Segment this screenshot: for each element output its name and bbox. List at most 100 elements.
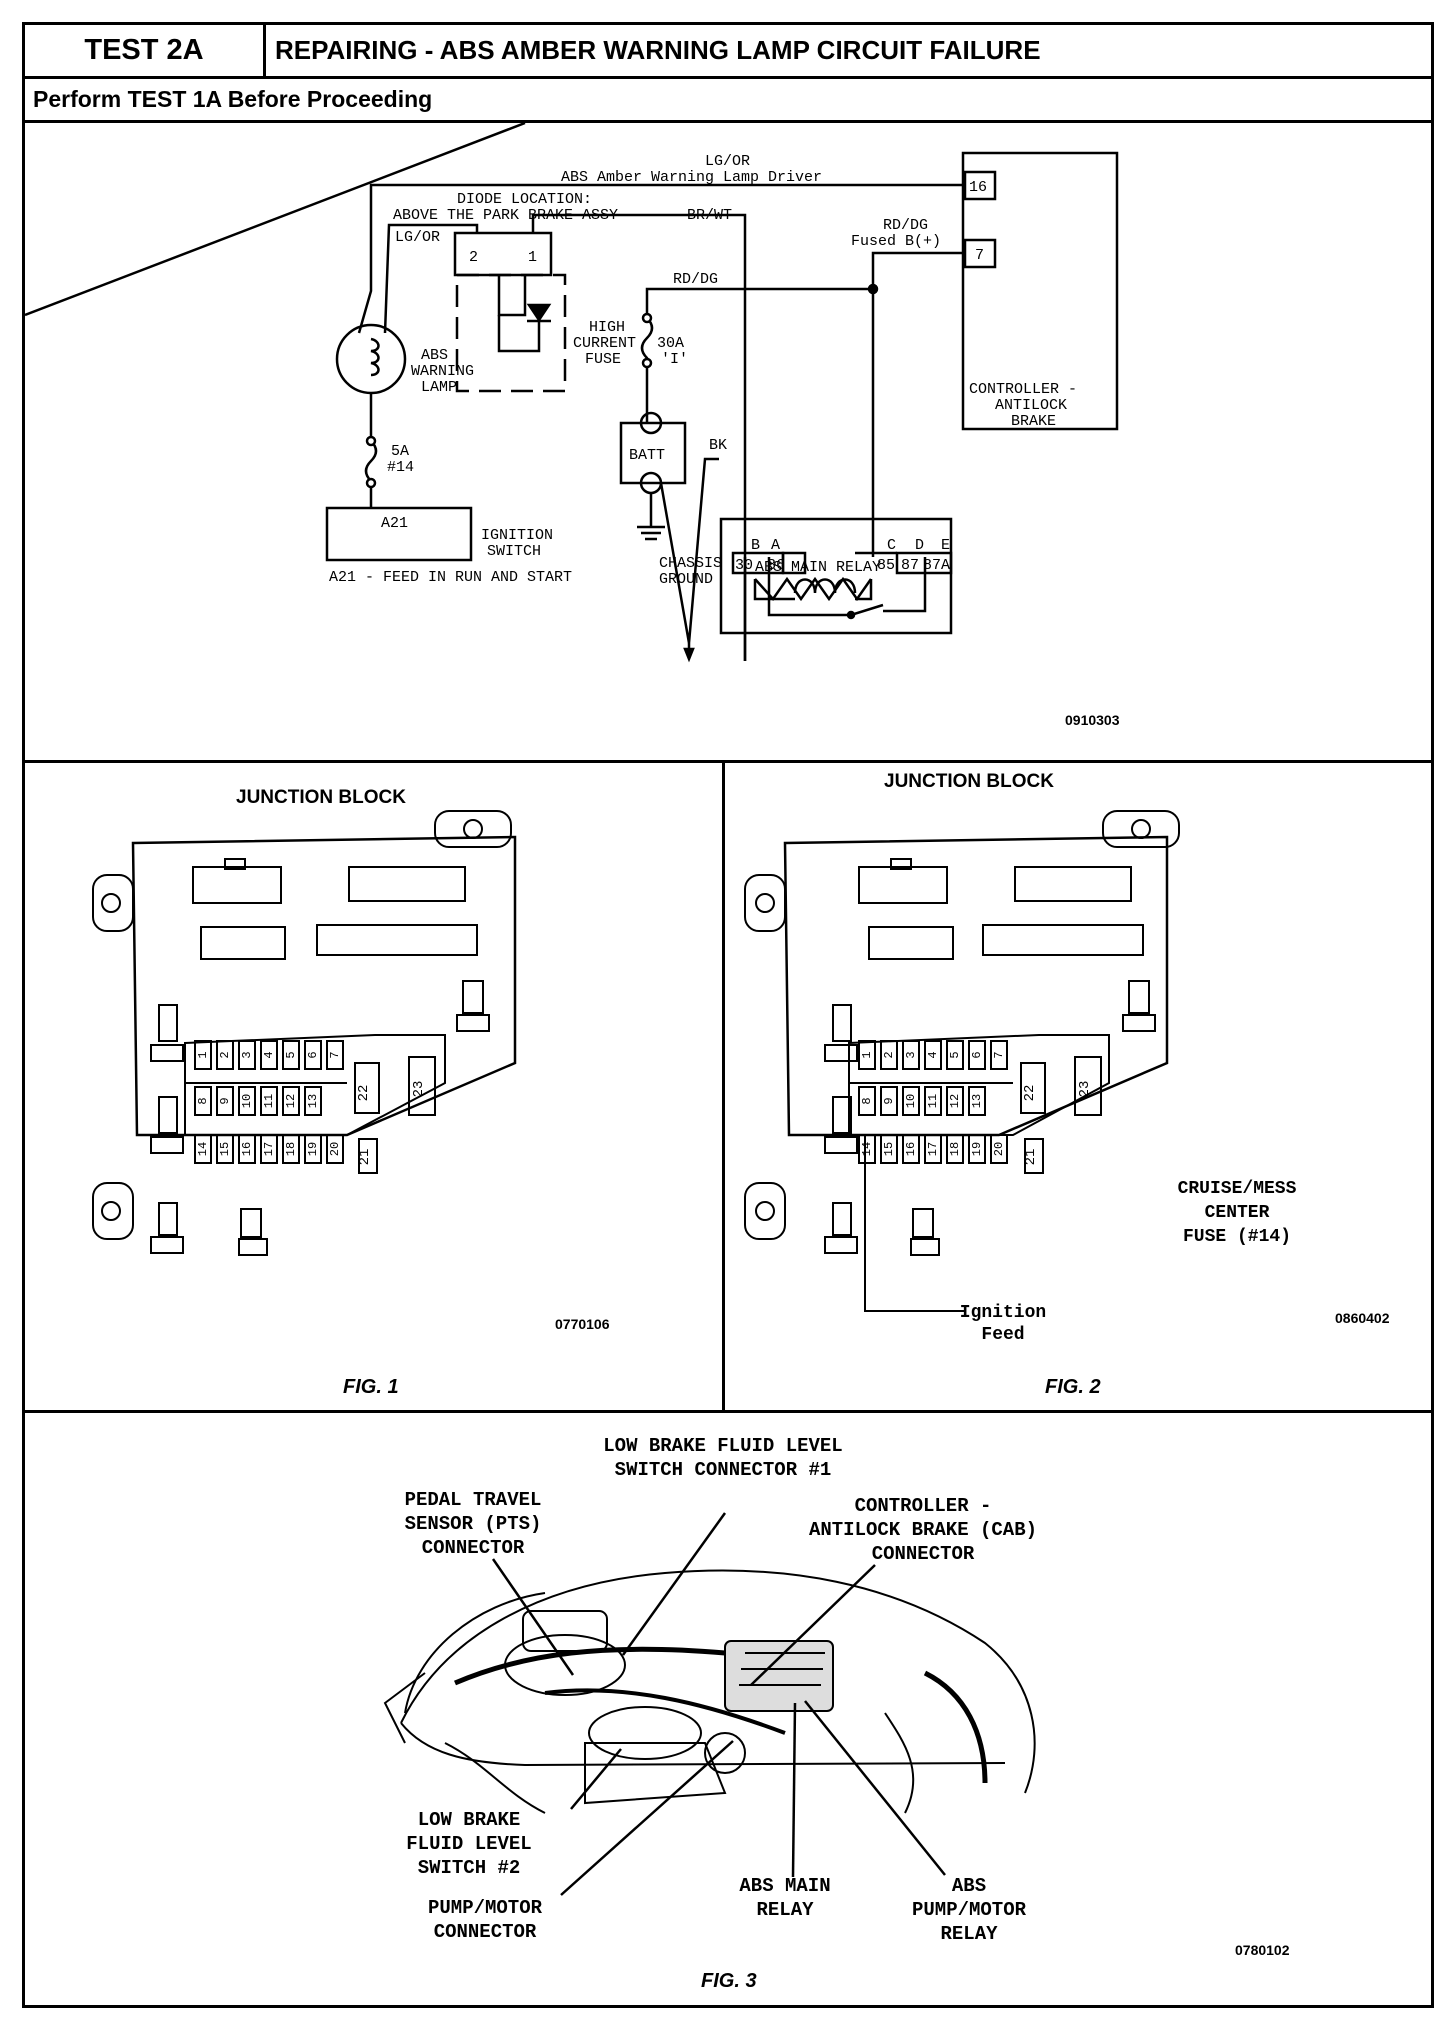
relay-pin-30: 30 xyxy=(735,557,753,574)
relay-letter-b: B xyxy=(751,537,760,554)
diode-pin-1: 1 xyxy=(528,249,537,266)
fig3-code: 0780102 xyxy=(1235,1942,1290,1958)
test-title: REPAIRING - ABS AMBER WARNING LAMP CIRCU… xyxy=(275,35,1041,65)
fig1-fuse-box xyxy=(326,1040,344,1070)
hcf-label-3: FUSE xyxy=(585,351,621,368)
fig2-fuse-label: 18 xyxy=(948,1142,962,1156)
fig1-fuse-box xyxy=(304,1040,322,1070)
fig1-fuse-box xyxy=(194,1086,212,1116)
fig1-fuse-box xyxy=(260,1086,278,1116)
fused-b-label: Fused B(+) xyxy=(851,233,941,250)
driver-label: ABS Amber Warning Lamp Driver xyxy=(561,169,822,186)
fig2-fuse-21: 21 xyxy=(1023,1149,1039,1166)
relay-pin-87a: 87A xyxy=(923,557,950,574)
fig2-fuse-box xyxy=(902,1040,920,1070)
pmr-label-1: ABS xyxy=(952,1875,986,1897)
fig3-caption: FIG. 3 xyxy=(701,1970,757,1992)
pump-label-2: CONNECTOR xyxy=(434,1921,537,1943)
controller-label-3: BRAKE xyxy=(1011,413,1056,430)
fig1-fuse-label: 10 xyxy=(240,1094,254,1108)
fig1-fuse-22: 22 xyxy=(356,1085,372,1102)
fig2-fuse-box xyxy=(858,1040,876,1070)
relay-name: ABS MAIN RELAY xyxy=(755,559,881,576)
relay-letter-e: E xyxy=(941,537,950,554)
fig2-fuse-label: 9 xyxy=(882,1097,896,1104)
fig1-fuse-label: 7 xyxy=(328,1051,342,1058)
pmr-label-2: PUMP/MOTOR xyxy=(912,1899,1027,1921)
diode-location-2: ABOVE THE PARK BRAKE ASSY xyxy=(393,207,618,224)
battery-box xyxy=(619,421,687,485)
pin-16: 16 xyxy=(969,179,987,196)
fig2-fuse-label: 1 xyxy=(860,1051,874,1058)
wiring-schematic: LG/OR ABS Amber Warning Lamp Driver DIOD… xyxy=(24,121,1120,728)
pin-7: 7 xyxy=(975,247,984,264)
fig2-fuse-box xyxy=(924,1040,942,1070)
fig2-fuse-box xyxy=(968,1134,986,1164)
fig2-fuse-box xyxy=(946,1040,964,1070)
fig2-fuse-box xyxy=(968,1040,986,1070)
fig1-fuse-label: 19 xyxy=(306,1142,320,1156)
fig1-fuse-label: 1 xyxy=(196,1051,210,1058)
fig1-fuse-label: 5 xyxy=(284,1051,298,1058)
cab-label-2: ANTILOCK BRAKE (CAB) xyxy=(809,1519,1037,1541)
fig1-fuse-box xyxy=(282,1134,300,1164)
relay-box xyxy=(719,517,953,635)
lamp-label-1: ABS xyxy=(421,347,448,364)
cab-label-1: CONTROLLER - xyxy=(855,1495,992,1517)
lbf1-label-1: LOW BRAKE FLUID LEVEL xyxy=(603,1435,842,1457)
schematic-panel: LG/OR ABS Amber Warning Lamp Driver DIOD… xyxy=(24,121,1431,763)
fig2-fuse-label: 14 xyxy=(860,1142,874,1156)
fig2-title: JUNCTION BLOCK xyxy=(884,771,1054,792)
pump-label-1: PUMP/MOTOR xyxy=(428,1897,543,1919)
fig1-fuse-label: 18 xyxy=(284,1142,298,1156)
wire-bk: BK xyxy=(709,437,727,454)
relay-pin-87: 87 xyxy=(901,557,919,574)
fig1-fuse-23: 23 xyxy=(411,1081,427,1098)
fig2-fuse-label: 4 xyxy=(926,1051,940,1058)
fig1-fuse-label: 16 xyxy=(240,1142,254,1156)
fig2-fuse-label: 19 xyxy=(970,1142,984,1156)
fig2-fuse-box xyxy=(858,1134,876,1164)
wire-lgor-left: LG/OR xyxy=(395,229,440,246)
fig1-fuse-box xyxy=(282,1040,300,1070)
fig1-fuse-box xyxy=(282,1086,300,1116)
fig1-fuse-21-box xyxy=(358,1138,378,1174)
fig2-fuse-23-box xyxy=(1074,1056,1102,1116)
fig2-fuse-box xyxy=(902,1134,920,1164)
schematic-code: 0910303 xyxy=(1065,712,1120,728)
fig2-fuse-box xyxy=(990,1134,1008,1164)
fig2-fuse-label: 8 xyxy=(860,1097,874,1104)
fig2-fuse-label: 17 xyxy=(926,1142,940,1156)
cruise-label-2: CENTER xyxy=(1205,1203,1270,1223)
fig2-fuse-box xyxy=(990,1040,1008,1070)
fig1-fuse-label: 6 xyxy=(306,1051,320,1058)
fig2-fuse-box xyxy=(902,1086,920,1116)
fig1-fuse-21: 21 xyxy=(357,1149,373,1166)
controller-label-2: ANTILOCK xyxy=(995,397,1067,414)
fig1-fuse-label: 4 xyxy=(262,1051,276,1058)
fig1-fuse-box xyxy=(260,1134,278,1164)
ignition-label-2: SWITCH xyxy=(487,543,541,560)
fig1-code: 0770106 xyxy=(555,1316,610,1332)
ignition-label-1: IGNITION xyxy=(481,527,553,544)
wire-brwt: BR/WT xyxy=(687,207,732,224)
a21-box-label: A21 xyxy=(381,515,408,532)
fuse5-label-2: #14 xyxy=(387,459,414,476)
lamp-label-3: LAMP xyxy=(421,379,457,396)
wire-rddg-mid: RD/DG xyxy=(673,271,718,288)
fig2-fuse-box xyxy=(858,1086,876,1116)
a21-feed-label: A21 - FEED IN RUN AND START xyxy=(329,569,572,586)
service-sheet: TEST 2A REPAIRING - ABS AMBER WARNING LA… xyxy=(22,22,1434,2008)
fig1-fuse-label: 11 xyxy=(262,1094,276,1108)
fig2-fuse-label: 2 xyxy=(882,1051,896,1058)
fig3-panel: LOW BRAKE FLUID LEVEL SWITCH CONNECTOR #… xyxy=(25,1413,1431,2005)
fig2-fuse-box xyxy=(946,1086,964,1116)
cruise-label-3: FUSE (#14) xyxy=(1183,1227,1291,1247)
fig1-fuse-box xyxy=(304,1086,322,1116)
fuse30-label-1: 30A xyxy=(657,335,684,352)
fig1-fuse-label: 3 xyxy=(240,1051,254,1058)
